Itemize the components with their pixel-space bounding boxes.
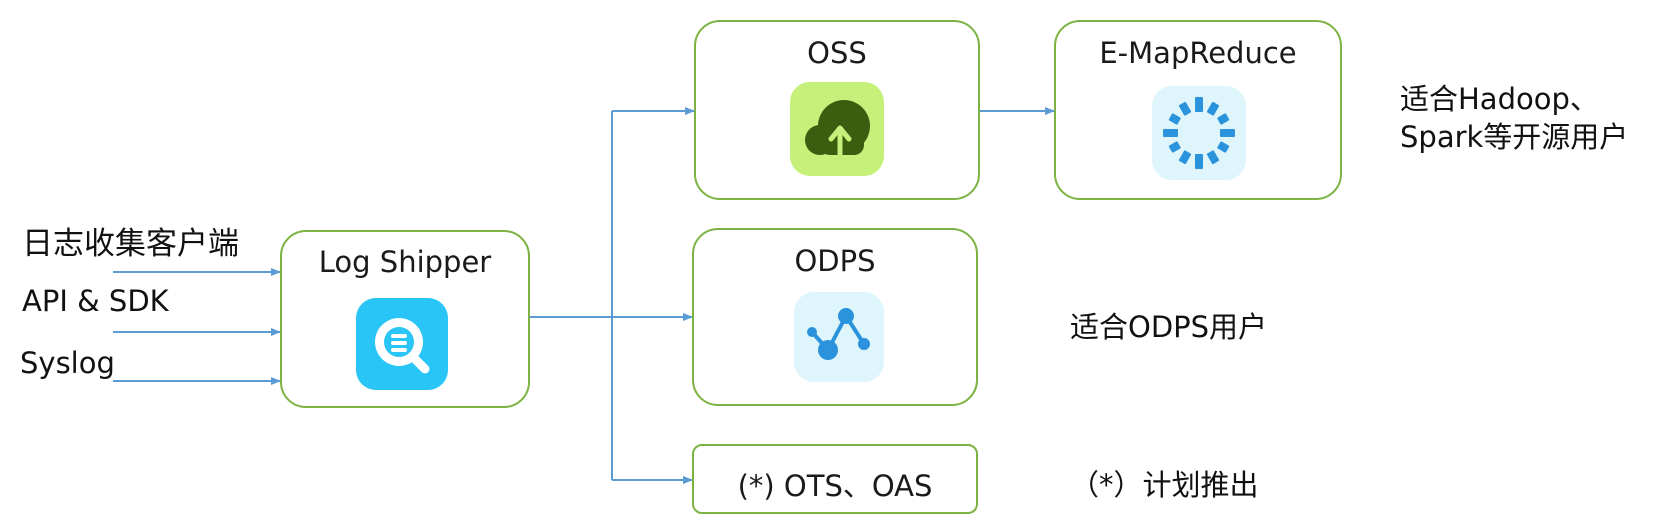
cloud-upload-icon <box>805 100 870 157</box>
log-shipper-icon-tile <box>356 298 448 390</box>
ring-segments-icon <box>1163 97 1235 169</box>
ots-oas-title: (*) OTS、OAS <box>737 469 933 503</box>
emapreduce-icon-tile <box>1152 86 1246 180</box>
note-planned: （*）计划推出 <box>1070 468 1259 502</box>
note-odps-users: 适合ODPS用户 <box>1070 310 1268 344</box>
emapreduce-title: E-MapReduce <box>1099 36 1297 70</box>
ots-oas-box: (*) OTS、OAS <box>692 444 978 514</box>
input-log-client-label: 日志收集客户端 <box>22 226 239 262</box>
odps-box: ODPS <box>692 228 978 406</box>
oss-icon-tile <box>790 82 884 176</box>
note-hadoop-line1: 适合Hadoop、 <box>1400 82 1599 116</box>
input-syslog-label: Syslog <box>20 346 115 380</box>
oss-box: OSS <box>694 20 980 200</box>
oss-title: OSS <box>807 36 867 70</box>
log-shipper-title: Log Shipper <box>318 245 492 279</box>
note-hadoop-line2: Spark等开源用户 <box>1400 120 1629 154</box>
odps-icon-tile <box>794 292 884 382</box>
input-api-sdk-label: API & SDK <box>22 284 169 318</box>
log-search-icon <box>375 318 430 374</box>
line-graph-icon <box>807 308 870 360</box>
emapreduce-box: E-MapReduce <box>1054 20 1342 200</box>
odps-title: ODPS <box>794 244 876 278</box>
log-shipper-box: Log Shipper <box>280 230 530 408</box>
